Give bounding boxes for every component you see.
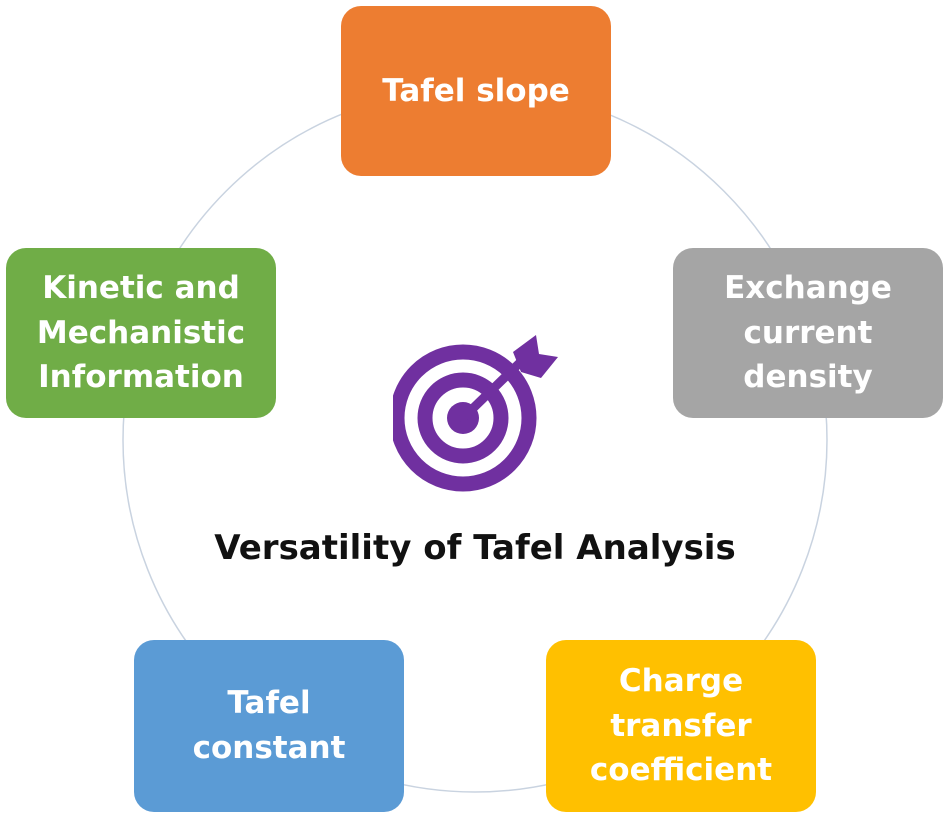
diagram-title: Versatility of Tafel Analysis	[214, 528, 736, 568]
node-tafel-constant: Tafel constant	[134, 640, 404, 812]
node-tafel-slope: Tafel slope	[341, 6, 611, 176]
target-arrow-icon	[393, 335, 558, 492]
node-kinetic-mechanistic-information: Kinetic and Mechanistic Information	[6, 248, 276, 418]
node-exchange-current-density: Exchange current density	[673, 248, 943, 418]
node-charge-transfer-coefficient: Charge transfer coefficient	[546, 640, 816, 812]
